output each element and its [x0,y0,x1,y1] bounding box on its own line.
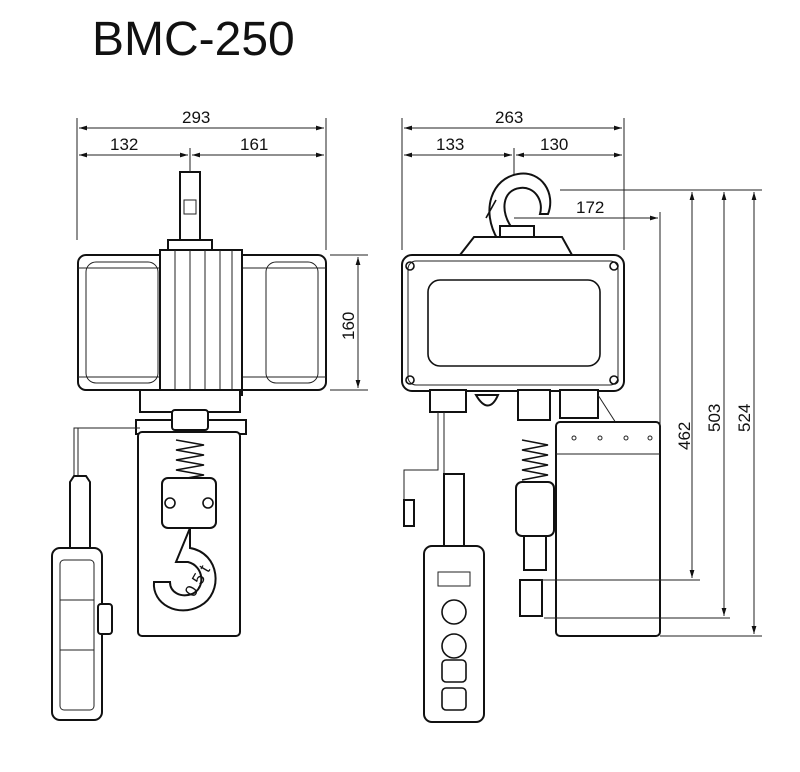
dim-front-right: 161 [240,135,268,154]
dim-front-total: 293 [182,108,210,127]
hoist-side-view [401,172,661,723]
hoist-front-view: 0.5 t [51,171,327,721]
front-dimensions: 293 132 161 160 [76,108,368,391]
dim-side-left: 133 [436,135,464,154]
dim-front-left: 132 [110,135,138,154]
dim-side-total: 263 [495,108,523,127]
dim-hook-offset: 172 [576,198,604,217]
page-title: BMC-250 [92,13,295,66]
top-hook-icon [488,172,552,242]
dim-height-503: 503 [705,404,724,432]
side-dimensions: 263 133 130 172 462 503 524 [401,108,762,637]
dim-side-right: 130 [540,135,568,154]
dim-height-462: 462 [675,422,694,450]
dim-body-height: 160 [339,312,358,340]
dim-height-524: 524 [735,404,754,432]
